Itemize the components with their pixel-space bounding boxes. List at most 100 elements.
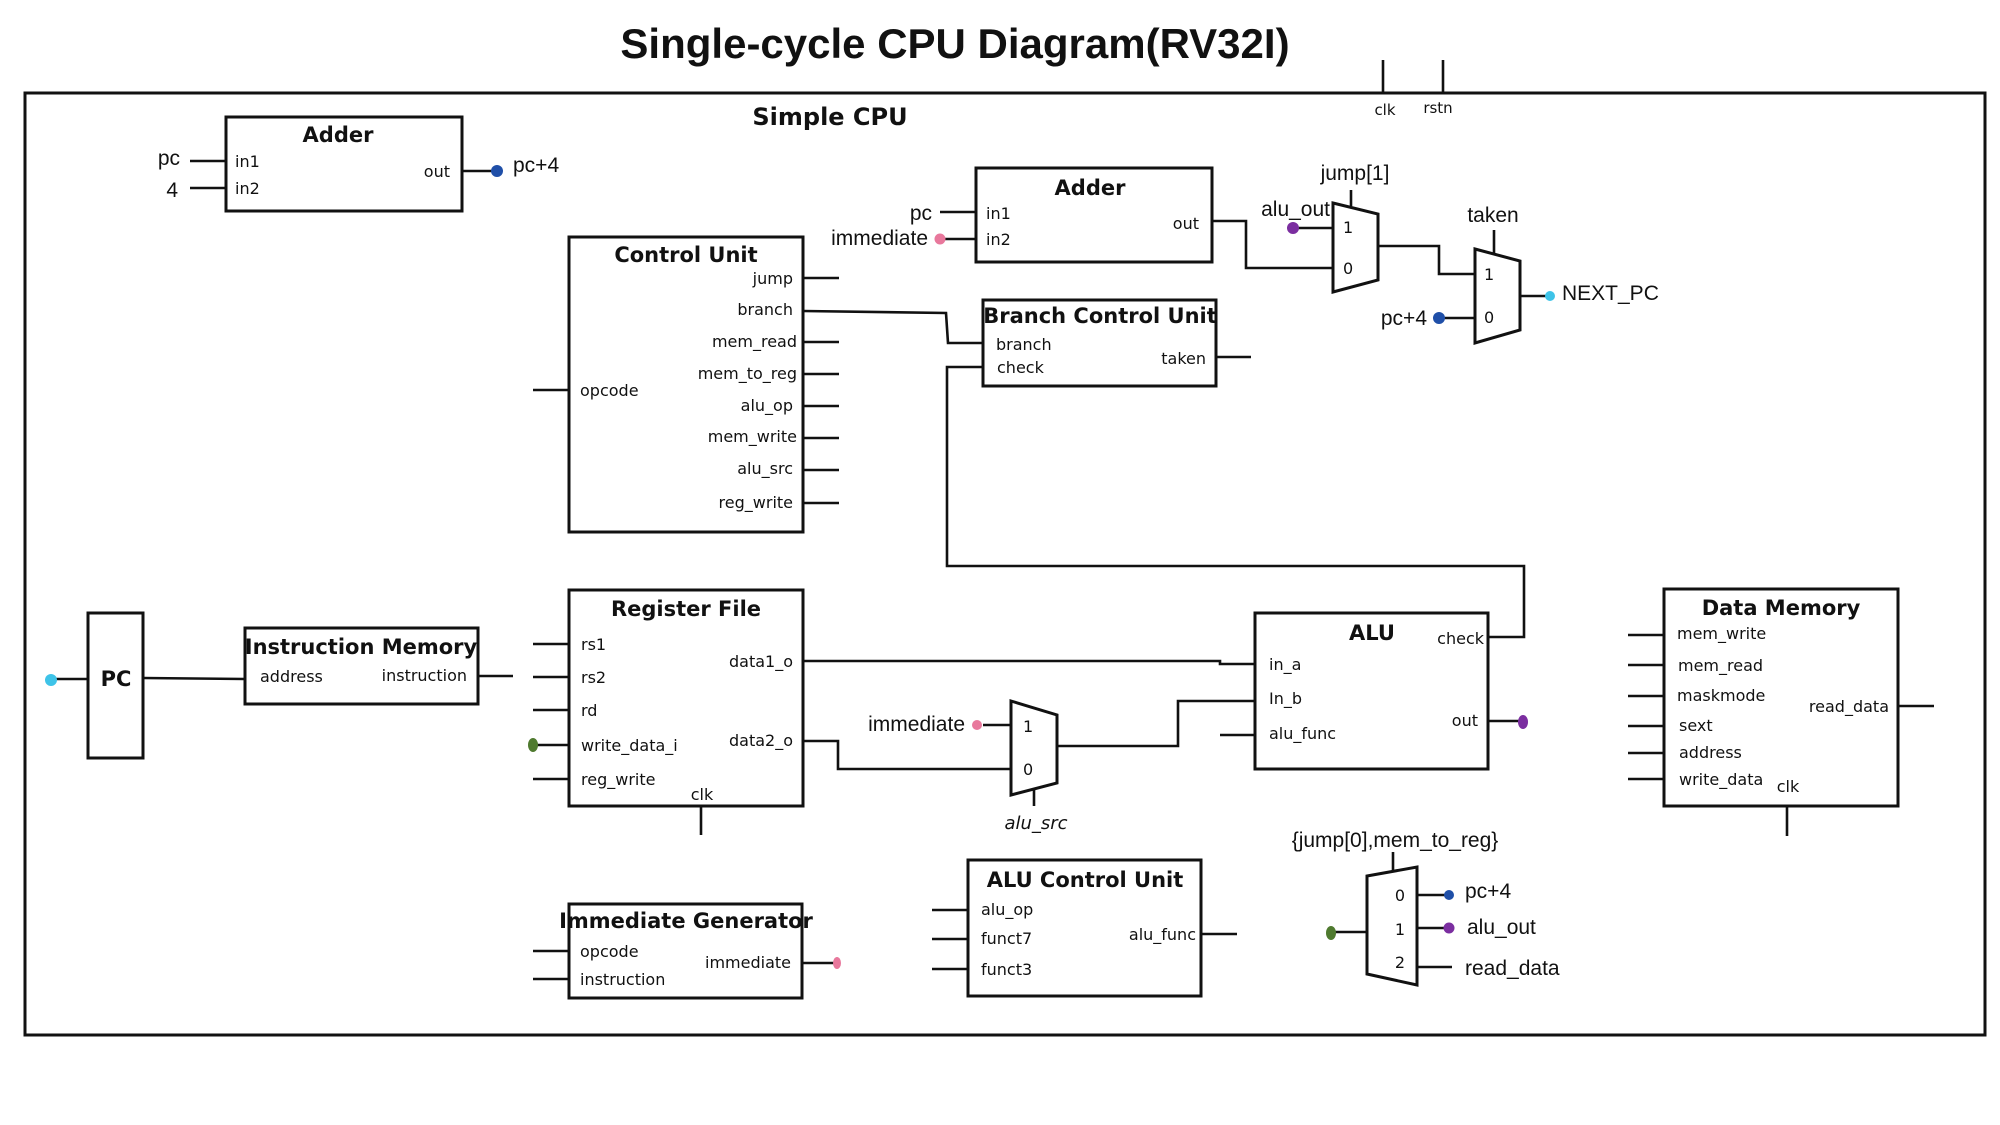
pc-title: PC xyxy=(101,667,132,691)
immediate-generator-title: Immediate Generator xyxy=(559,909,813,933)
alu-out-port: out xyxy=(1452,711,1478,730)
alu-control-unit-title: ALU Control Unit xyxy=(987,868,1184,892)
acu-funct7-port: funct7 xyxy=(981,929,1032,948)
cu-out-alu-src: alu_src xyxy=(737,459,793,479)
cu-out-mem-write: mem_write xyxy=(708,427,797,447)
taken-mux-select-label: taken xyxy=(1467,204,1518,227)
data-memory-block: Data Memory mem_write mem_read maskmode … xyxy=(1628,587,1934,836)
ig-instruction-port: instruction xyxy=(580,970,665,989)
bcu-taken-port: taken xyxy=(1161,349,1206,368)
taken-mux-port1: 1 xyxy=(1484,265,1494,284)
branch-wire xyxy=(802,309,983,345)
adder-branch-title: Adder xyxy=(1055,176,1127,200)
rf-write-data-dot xyxy=(528,738,538,752)
acu-alu-func-port: alu_func xyxy=(1129,925,1196,945)
cu-out-jump: jump xyxy=(752,269,793,288)
cpu-label: Simple CPU xyxy=(752,103,907,131)
jump-mux-alu-out-dot xyxy=(1287,222,1299,234)
alu-src-immediate-dot xyxy=(972,720,982,730)
bcu-branch-port: branch xyxy=(996,335,1052,354)
check-feedback-wire xyxy=(945,365,1526,639)
cpu-frame xyxy=(23,91,1987,1037)
cu-out-alu-op: alu_op xyxy=(741,396,793,416)
alu-out-dot xyxy=(1518,715,1528,729)
top-rstn-pin: rstn xyxy=(1423,60,1453,117)
control-unit-block: Control Unit opcode jump branch mem_read… xyxy=(533,235,839,534)
dm-mem-read-port: mem_read xyxy=(1678,656,1763,676)
adder-branch-in2-port: in2 xyxy=(986,230,1011,249)
jump-mux-select-label: jump[1] xyxy=(1320,162,1390,185)
adder-pc4-block: Adder in1 in2 out pc 4 pc+4 xyxy=(158,115,559,213)
writeback-in2-label: read_data xyxy=(1465,957,1560,980)
writeback-in1-label: alu_out xyxy=(1467,916,1536,939)
cu-out-branch: branch xyxy=(737,300,793,319)
dm-write-data-port: write_data xyxy=(1679,770,1763,790)
taken-mux: 1 0 taken pc+4 NEXT_PC xyxy=(1381,204,1659,345)
alu-src-select-label: alu_src xyxy=(1004,813,1067,834)
instruction-memory-title: Instruction Memory xyxy=(245,635,478,659)
instruction-memory-block: Instruction Memory address instruction xyxy=(243,626,513,706)
adder-branch-out-port: out xyxy=(1173,214,1199,233)
rf-reg-write-port: reg_write xyxy=(581,770,655,790)
cu-out-mem-to-reg: mem_to_reg xyxy=(698,364,797,384)
dm-read-data-port: read_data xyxy=(1809,697,1889,717)
acu-alu-op-port: alu_op xyxy=(981,900,1033,920)
data1-wire xyxy=(803,659,1255,666)
diagram-title: Single-cycle CPU Diagram(RV32I) xyxy=(620,20,1289,67)
writeback-mux-port0: 0 xyxy=(1395,886,1405,905)
adder-branch-in1-port: in1 xyxy=(986,204,1011,223)
rf-data2-port: data2_o xyxy=(729,731,793,751)
acu-funct3-port: funct3 xyxy=(981,960,1032,979)
next-pc-dot xyxy=(1545,291,1555,301)
writeback-mux-port1: 1 xyxy=(1395,920,1405,939)
top-clk-pin: clk xyxy=(1374,60,1396,119)
taken-mux-port0: 0 xyxy=(1484,308,1494,327)
dm-clk-port: clk xyxy=(1777,777,1800,796)
jump-mux: 1 0 jump[1] alu_out xyxy=(1261,162,1390,294)
immediate-generator-block: Immediate Generator opcode instruction i… xyxy=(533,902,841,1000)
rf-rs1-port: rs1 xyxy=(581,635,606,654)
ig-opcode-port: opcode xyxy=(580,942,639,961)
cu-out-mem-read: mem_read xyxy=(712,332,797,352)
alu-control-unit-block: ALU Control Unit alu_op funct7 funct3 al… xyxy=(932,858,1237,998)
ig-immediate-dot xyxy=(833,957,841,969)
adder-pc4-in1-port: in1 xyxy=(235,152,260,171)
adder-pc4-out-port: out xyxy=(424,162,450,181)
writeback-alu-out-dot xyxy=(1443,922,1455,934)
branch-control-unit-block: Branch Control Unit branch check taken xyxy=(981,298,1251,388)
alu-src-mux-port0: 0 xyxy=(1023,760,1033,779)
adder-branch-immediate-dot xyxy=(934,233,946,245)
writeback-mux-select-label: {jump[0],mem_to_reg} xyxy=(1292,829,1499,852)
rf-rs2-port: rs2 xyxy=(581,668,606,687)
alu-in-a-port: in_a xyxy=(1269,655,1301,675)
pc-input-dot xyxy=(45,674,57,686)
alu-title: ALU xyxy=(1349,621,1395,645)
adder-pc4-pc-signal: pc xyxy=(158,147,180,170)
adder-pc4-four-signal: 4 xyxy=(166,179,178,202)
alu-func-port: alu_func xyxy=(1269,724,1336,744)
writeback-in0-label: pc+4 xyxy=(1465,880,1511,903)
top-clk-label: clk xyxy=(1374,101,1395,119)
control-unit-title: Control Unit xyxy=(614,243,757,267)
alu-in-b-port: In_b xyxy=(1269,689,1302,709)
data2-wire xyxy=(803,739,1011,771)
rf-clk-port: clk xyxy=(691,785,714,804)
control-unit-opcode-port: opcode xyxy=(580,381,639,400)
adder-branch-block: Adder in1 in2 out pc immediate xyxy=(831,166,1214,264)
dm-sext-port: sext xyxy=(1679,716,1713,735)
rf-data1-port: data1_o xyxy=(729,652,793,672)
taken-mux-pc4-dot xyxy=(1433,312,1445,324)
data-memory-title: Data Memory xyxy=(1702,596,1861,620)
jump-mux-out-wire xyxy=(1378,244,1475,276)
register-file-block: Register File rs1 rs2 rd write_data_i re… xyxy=(528,588,805,835)
dm-mem-write-port: mem_write xyxy=(1677,624,1766,644)
writeback-pc4-dot xyxy=(1444,890,1454,900)
pc4-connector-dot xyxy=(491,165,503,177)
writeback-mux: {jump[0],mem_to_reg} 0 1 2 pc+4 alu_out … xyxy=(1292,829,1560,987)
alu-src-mux-port1: 1 xyxy=(1023,717,1033,736)
top-rstn-label: rstn xyxy=(1423,99,1452,117)
im-instruction-port: instruction xyxy=(382,666,467,685)
branch-target-wire xyxy=(1212,219,1333,270)
